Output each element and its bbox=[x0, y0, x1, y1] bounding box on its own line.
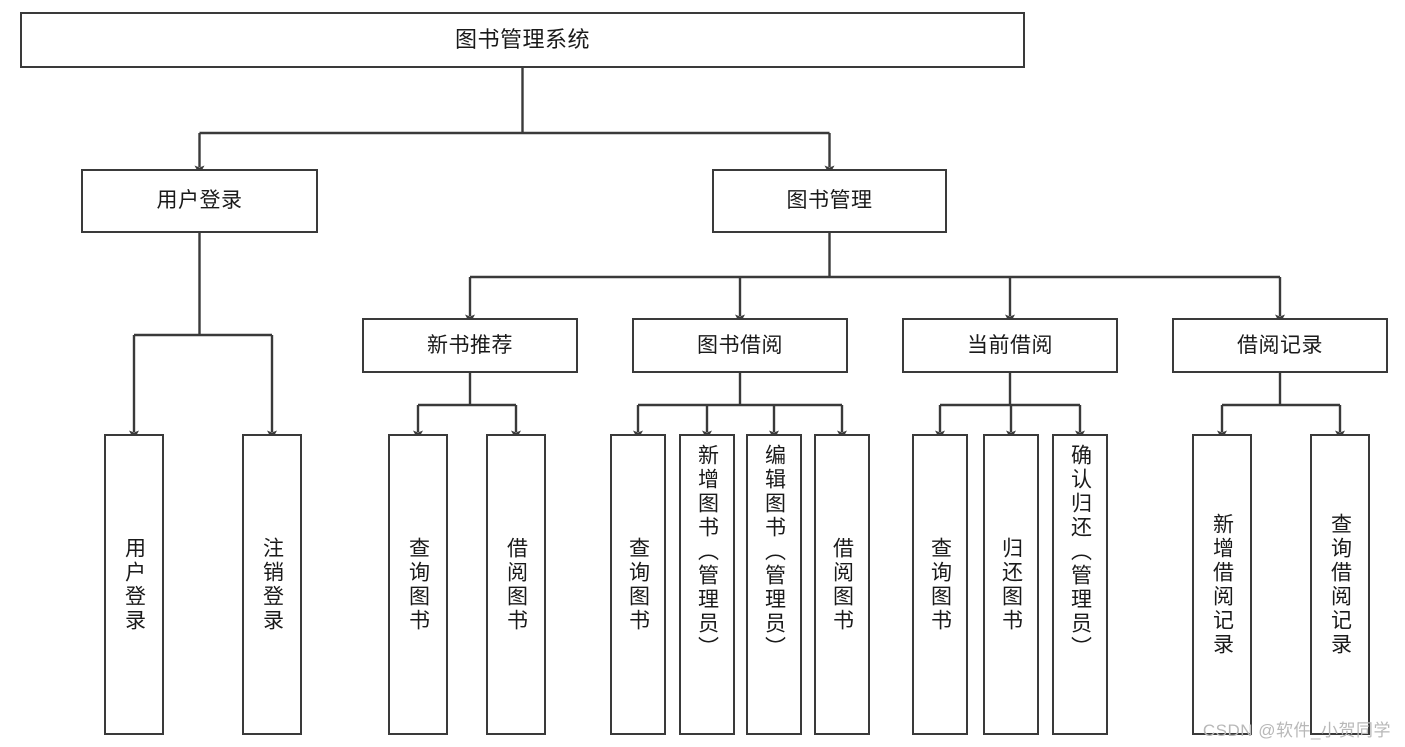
node-label: 查询图书 bbox=[626, 536, 650, 633]
node-label: 当前借阅 bbox=[967, 333, 1053, 357]
node-leaf-c4[interactable]: 借阅图书 bbox=[814, 434, 870, 735]
node-l2c[interactable]: 当前借阅 bbox=[902, 318, 1118, 373]
watermark-text: CSDN @软件_小贺同学 bbox=[1202, 721, 1391, 740]
node-leaf-b2[interactable]: 借阅图书 bbox=[486, 434, 546, 735]
node-leaf-d1[interactable]: 查询图书 bbox=[912, 434, 968, 735]
node-label: 编辑图书（管理员） bbox=[762, 444, 786, 660]
node-label: 查询图书 bbox=[406, 536, 430, 633]
node-l1b[interactable]: 图书管理 bbox=[712, 169, 947, 233]
node-root[interactable]: 图书管理系统 bbox=[20, 12, 1025, 68]
node-leaf-b1[interactable]: 查询图书 bbox=[388, 434, 448, 735]
node-leaf-d2[interactable]: 归还图书 bbox=[983, 434, 1039, 735]
node-label: 确认归还（管理员） bbox=[1068, 444, 1092, 660]
node-l2b[interactable]: 图书借阅 bbox=[632, 318, 848, 373]
node-label: 查询图书 bbox=[928, 536, 952, 633]
node-leaf-d3[interactable]: 确认归还（管理员） bbox=[1052, 434, 1108, 735]
node-leaf-e1[interactable]: 新增借阅记录 bbox=[1192, 434, 1252, 735]
node-leaf-e2[interactable]: 查询借阅记录 bbox=[1310, 434, 1370, 735]
node-label: 新增图书（管理员） bbox=[695, 444, 719, 660]
node-leaf-a1[interactable]: 用户登录 bbox=[104, 434, 164, 735]
node-label: 查询借阅记录 bbox=[1328, 512, 1352, 657]
node-label: 借阅记录 bbox=[1237, 333, 1323, 357]
node-leaf-c1[interactable]: 查询图书 bbox=[610, 434, 666, 735]
node-l2d[interactable]: 借阅记录 bbox=[1172, 318, 1388, 373]
node-label: 新增借阅记录 bbox=[1210, 512, 1234, 657]
node-leaf-c2[interactable]: 新增图书（管理员） bbox=[679, 434, 735, 735]
node-l2a[interactable]: 新书推荐 bbox=[362, 318, 578, 373]
node-label: 借阅图书 bbox=[830, 536, 854, 633]
node-l1a[interactable]: 用户登录 bbox=[81, 169, 318, 233]
node-label: 归还图书 bbox=[999, 536, 1023, 633]
node-label: 用户登录 bbox=[122, 536, 146, 633]
node-label: 图书借阅 bbox=[697, 333, 783, 357]
node-label: 注销登录 bbox=[260, 536, 284, 633]
node-label: 图书管理 bbox=[786, 189, 873, 213]
node-leaf-a2[interactable]: 注销登录 bbox=[242, 434, 302, 735]
node-label: 新书推荐 bbox=[427, 333, 513, 357]
node-label: 图书管理系统 bbox=[454, 26, 590, 52]
node-label: 用户登录 bbox=[156, 189, 243, 213]
node-label: 借阅图书 bbox=[504, 536, 528, 633]
node-leaf-c3[interactable]: 编辑图书（管理员） bbox=[746, 434, 802, 735]
